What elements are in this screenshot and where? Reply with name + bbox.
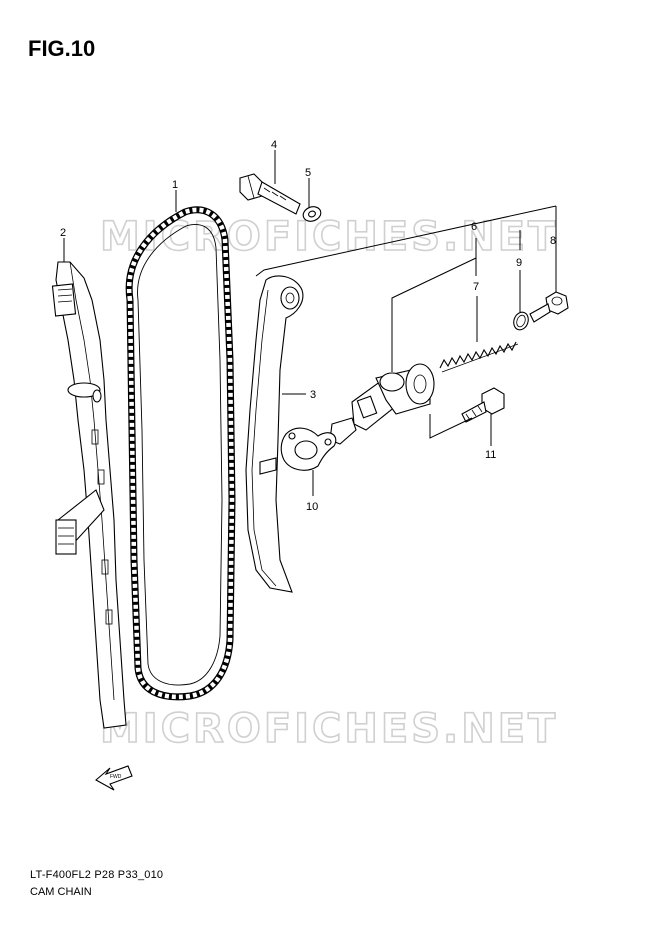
tensioner-arm — [245, 275, 304, 593]
watermark-bottom: MICROFICHES.NET — [100, 706, 558, 752]
cap-bolt — [529, 291, 569, 323]
fwd-label: FWD — [110, 774, 122, 780]
diagram-code: LT-F400FL2 P28 P33_010 — [30, 869, 164, 881]
cam-chain — [125, 206, 236, 701]
leader-lines — [63, 150, 557, 496]
o-ring — [513, 311, 529, 331]
callout-7: 7 — [473, 281, 479, 293]
spring — [439, 341, 519, 373]
callout-10: 10 — [306, 501, 318, 513]
mounting-bolt — [461, 387, 505, 423]
washer — [302, 206, 322, 222]
gasket — [280, 427, 337, 471]
tensioner-body — [329, 363, 435, 445]
diagram-name: CAM CHAIN — [30, 886, 92, 898]
callout-11: 11 — [485, 449, 496, 461]
figure-title: FIG.10 — [28, 36, 96, 61]
callout-5: 5 — [305, 167, 311, 179]
callout-6: 6 — [471, 221, 477, 233]
callout-9: 9 — [516, 257, 522, 269]
callout-1: 1 — [172, 179, 178, 191]
callout-8: 8 — [550, 235, 556, 247]
pivot-bolt — [239, 173, 301, 215]
callout-4: 4 — [271, 139, 277, 151]
callout-2: 2 — [60, 227, 66, 239]
fwd-arrow-icon — [95, 765, 133, 791]
callout-3: 3 — [310, 389, 316, 401]
chain-guide-left — [51, 261, 127, 729]
